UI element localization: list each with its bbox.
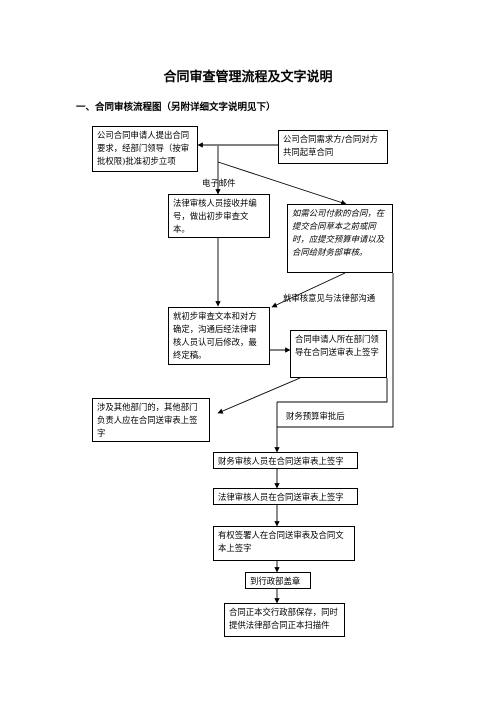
box-final-draft: 就初步审查文本和对方确定，沟通后经法律审核人员认可后修改，最终定稿。 (168, 307, 270, 365)
connector-payment-to-finance (277, 273, 394, 428)
box-finance-sign: 财务审核人员在合同送审表上签字 (213, 452, 358, 469)
label-email: 电子邮件 (202, 178, 236, 188)
box-stamp: 到行政部盖章 (245, 572, 311, 589)
connector-demand-to-payment (217, 161, 347, 206)
connector-payment-to-confirm (271, 272, 346, 308)
label-budget-approved: 财务预算审批后 (286, 411, 345, 421)
box-dept-sign: 合同申请人所在部门领导在合同送审表上签字 (290, 330, 387, 378)
box-payment-note: 如需公司付款的合同，在提交合同草本之前或同时，应提交预算申请以及合同给财务部审核… (287, 204, 393, 273)
label-communicate: 就审核意见与法律部沟通 (283, 293, 376, 303)
box-archive: 合同正本交行政部保存，同时提供法律部合同正本扫描件 (224, 603, 345, 637)
box-draft-contract: 公司合同需求方/合同对方共同起草合同 (278, 130, 388, 164)
section-heading: 一、合同审核流程图（另附详细文字说明见下） (76, 102, 276, 113)
connector-dept-to-other (217, 377, 301, 414)
box-legal-receive: 法律审核人员接收并编号，做出初步审查文本。 (168, 194, 270, 238)
connector-dept-to-finance (277, 378, 388, 403)
box-authorized-sign: 有权签署人在合同送审表及合同文本上签字 (213, 526, 355, 561)
box-legal-sign: 法律审核人员在合同送审表上签字 (213, 488, 358, 505)
box-contract-request: 公司合同申请人提出合同要求，经部门领导（按审批权限)批准初步立项 (92, 126, 198, 172)
page-title: 合同审查管理流程及文字说明 (163, 70, 333, 85)
box-other-dept-sign: 涉及其他部门的，其他部门负责人应在合同送审表上签字 (92, 398, 210, 442)
